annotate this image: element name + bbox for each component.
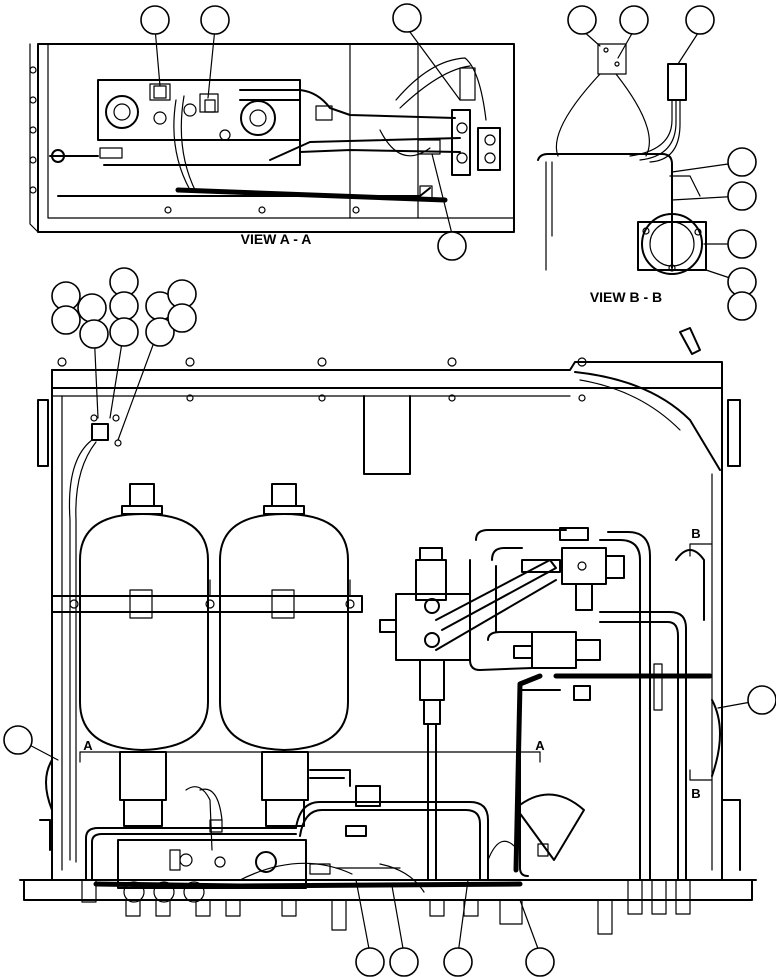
section-a-right-marker: A [535, 738, 545, 753]
callout-bubble [77, 293, 107, 323]
callout-bubble [747, 685, 776, 715]
beam-bolts [57, 357, 587, 402]
section-b-top-marker: B [691, 526, 700, 541]
callout-bubbles [3, 3, 776, 977]
callout-bubble [140, 5, 170, 35]
bottom-fittings [81, 879, 691, 935]
callout-bubble [727, 181, 757, 211]
view-b-b-title: VIEW B - B [590, 289, 662, 305]
section-b-bottom-marker: B [691, 786, 700, 801]
callout-bubble [727, 291, 757, 321]
callout-bubble [525, 947, 555, 977]
callout-bubble [727, 229, 757, 259]
callout-bubble [3, 725, 33, 755]
callout-bubble [567, 5, 597, 35]
callout-bubble [392, 3, 422, 33]
callout-bubble [167, 303, 197, 333]
callout-bubble [355, 947, 385, 977]
bolt-holes [29, 66, 360, 214]
section-a-left-marker: A [83, 738, 93, 753]
callout-bubble [51, 305, 81, 335]
callout-bubble [389, 947, 419, 977]
callout-bubble [200, 5, 230, 35]
callout-bubble [145, 317, 175, 347]
view-a-a-title: VIEW A - A [241, 231, 312, 247]
view-b-b-drawing [537, 43, 707, 275]
view-a-a-drawing [29, 43, 515, 233]
callout-bubble [685, 5, 715, 35]
callout-bubble [109, 317, 139, 347]
callout-bubble [437, 231, 467, 261]
callout-bubble [109, 291, 139, 321]
main-view-drawing [19, 327, 757, 935]
callout-bubble [727, 147, 757, 177]
callout-bubble [619, 5, 649, 35]
callout-bubble [443, 947, 473, 977]
callout-bubble [79, 319, 109, 349]
